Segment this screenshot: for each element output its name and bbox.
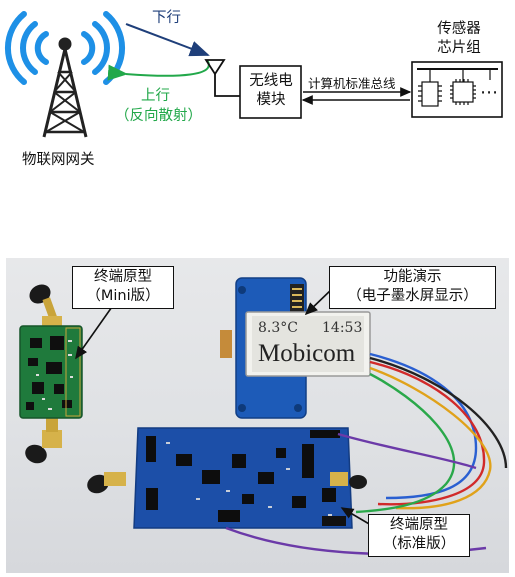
gateway-label: 物联网网关 bbox=[22, 152, 95, 168]
chip-icon bbox=[418, 69, 442, 107]
downlink-arrow bbox=[125, 23, 210, 57]
system-diagram-svg bbox=[5, 11, 503, 138]
radio-module-box bbox=[239, 65, 302, 119]
system-diagram: 物联网网关 下行 上行 （反向散射） 无线电 模块 计算机标准总线 传感器 芯片… bbox=[0, 0, 515, 175]
sensor-label-line2: 芯片组 bbox=[437, 40, 481, 56]
radio-module-label-line1: 无线电 bbox=[249, 73, 293, 89]
mini-callout-line1: 终端原型 bbox=[94, 269, 152, 285]
mini-callout-line2: （Mini版） bbox=[86, 288, 160, 304]
standard-callout-line1: 终端原型 bbox=[390, 517, 448, 533]
cell-tower-icon bbox=[42, 37, 88, 138]
downlink-label: 下行 bbox=[152, 10, 181, 26]
eink-display-module bbox=[220, 277, 371, 419]
sensor-chipset-label: 传感器 芯片组 bbox=[424, 20, 494, 58]
chip-icon-2 bbox=[450, 69, 476, 105]
standard-prototype-callout: 终端原型 （标准版） bbox=[368, 514, 470, 557]
sensor-label-line1: 传感器 bbox=[437, 21, 481, 37]
demo-callout-line1: 功能演示 bbox=[383, 269, 442, 285]
demo-callout-pointer bbox=[304, 287, 334, 316]
radio-module-label: 无线电 模块 bbox=[241, 72, 301, 110]
standard-callout-line2: （标准版） bbox=[382, 536, 456, 552]
uplink-arrow bbox=[107, 59, 210, 81]
radio-module-label-line2: 模块 bbox=[256, 92, 286, 108]
mini-prototype-board bbox=[19, 284, 83, 464]
eink-temperature: 8.3°C bbox=[258, 320, 298, 336]
ellipsis-label: ⋯ bbox=[480, 82, 498, 103]
standard-prototype-board bbox=[87, 427, 367, 529]
mini-prototype-callout: 终端原型 （Mini版） bbox=[72, 266, 174, 309]
prototype-photo-svg bbox=[19, 277, 508, 556]
eink-time: 14:53 bbox=[322, 320, 363, 336]
antenna-icon bbox=[204, 59, 240, 97]
bus-label: 计算机标准总线 bbox=[308, 76, 396, 91]
mini-callout-pointer bbox=[75, 303, 115, 360]
demo-callout-line2: （电子墨水屏显示） bbox=[347, 288, 478, 304]
demo-callout: 功能演示 （电子墨水屏显示） bbox=[329, 266, 496, 309]
prototype-photo: 8.3°C 14:53 Mobicom 终端原型 （Mini版） 功能演示 （电… bbox=[6, 258, 509, 573]
uplink-sub-label: （反向散射） bbox=[115, 108, 202, 124]
uplink-label: 上行 bbox=[141, 88, 170, 104]
eink-brand: Mobicom bbox=[258, 340, 356, 367]
